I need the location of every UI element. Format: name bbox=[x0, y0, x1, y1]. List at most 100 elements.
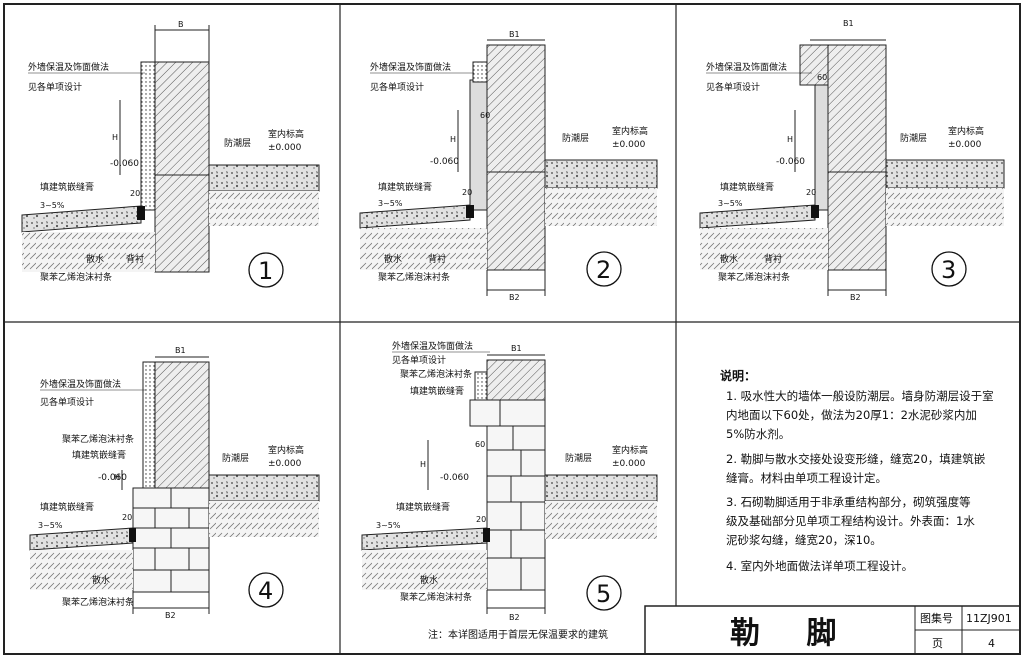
svg-text:-0.060: -0.060 bbox=[440, 473, 469, 483]
wall-finish-label: 外墙保温及饰面做法 bbox=[28, 61, 109, 73]
dim-h: H bbox=[112, 133, 118, 142]
svg-text:-0.060: -0.060 bbox=[776, 157, 805, 167]
svg-text:散水: 散水 bbox=[420, 574, 438, 586]
stone-plinth bbox=[132, 487, 210, 593]
brick-wall bbox=[486, 44, 546, 271]
sealant-joint bbox=[466, 205, 474, 218]
svg-text:聚苯乙烯泡沫衬条: 聚苯乙烯泡沫衬条 bbox=[718, 271, 790, 283]
sealant-joint bbox=[483, 528, 490, 542]
floor-slab bbox=[544, 159, 658, 189]
sheet-title: 勒 脚 bbox=[730, 616, 854, 651]
slope: 3~5% bbox=[40, 201, 65, 210]
fill-soil bbox=[545, 501, 657, 539]
page-number: 4 bbox=[988, 637, 995, 650]
note-line: 1. 吸水性大的墙体一般设防潮层。墙身防潮层设于室 bbox=[726, 389, 994, 403]
stone-plinth bbox=[469, 399, 546, 591]
detail-3: B1 B2 60 H 外墙保温及饰面做法 见各单项设计 防潮层 室内标高 ±0.… bbox=[699, 19, 1005, 302]
floor-slab bbox=[208, 164, 320, 192]
sealant-joint bbox=[129, 528, 136, 542]
svg-text:±0.000: ±0.000 bbox=[612, 140, 646, 150]
sealant-joint bbox=[811, 205, 819, 218]
svg-text:外墙保温及饰面做法: 外墙保温及饰面做法 bbox=[40, 378, 121, 390]
brick-wall bbox=[154, 361, 210, 489]
svg-text:聚苯乙烯泡沫衬条: 聚苯乙烯泡沫衬条 bbox=[62, 433, 134, 445]
atlas-label: 图集号 bbox=[920, 611, 953, 625]
svg-text:B2: B2 bbox=[509, 293, 520, 302]
svg-text:60: 60 bbox=[817, 73, 827, 82]
svg-text:B1: B1 bbox=[843, 19, 854, 28]
title-block: 勒 脚 图集号 11ZJ901 页 4 bbox=[644, 605, 1021, 655]
note-line: 内地面以下60处，做法为20厚1：2水泥砂浆内加 bbox=[726, 408, 977, 422]
svg-text:防潮层: 防潮层 bbox=[222, 452, 249, 464]
svg-text:H: H bbox=[450, 135, 456, 144]
detail-number: 1 bbox=[258, 257, 273, 285]
detail-2: B1 B2 60 H 外墙保温及饰面做法 见各单项设计 防潮层 室内标高 ±0.… bbox=[359, 30, 658, 302]
sheet-border bbox=[3, 3, 1021, 655]
detail-5: B1 B2 60 H 外墙保温及饰面做法 见各单项设计 聚苯乙烯泡沫衬条 填建筑… bbox=[361, 340, 658, 622]
page-label: 页 bbox=[932, 637, 943, 650]
svg-text:填建筑嵌缝膏: 填建筑嵌缝膏 bbox=[720, 181, 774, 193]
svg-text:20: 20 bbox=[476, 515, 486, 524]
svg-text:-0.060: -0.060 bbox=[430, 157, 459, 167]
svg-text:聚苯乙烯泡沫衬条: 聚苯乙烯泡沫衬条 bbox=[378, 271, 450, 283]
svg-text:20: 20 bbox=[130, 189, 140, 198]
svg-text:聚苯乙烯泡沫衬条: 聚苯乙烯泡沫衬条 bbox=[400, 591, 472, 603]
svg-text:H: H bbox=[114, 473, 120, 482]
atlas-number: 11ZJ901 bbox=[966, 612, 1012, 625]
sealant-label: 填建筑嵌缝膏 bbox=[40, 181, 94, 193]
svg-text:室内标高: 室内标高 bbox=[612, 444, 648, 456]
ground bbox=[700, 228, 828, 270]
fill-soil bbox=[545, 188, 657, 226]
svg-text:外墙保温及饰面做法: 外墙保温及饰面做法 bbox=[392, 340, 473, 352]
dim-b: B bbox=[178, 20, 184, 29]
svg-text:室内标高: 室内标高 bbox=[268, 444, 304, 456]
footnote: 注：本详图适用于首层无保温要求的建筑 bbox=[428, 628, 608, 641]
svg-text:60: 60 bbox=[480, 111, 490, 120]
svg-text:室内标高: 室内标高 bbox=[948, 125, 984, 137]
svg-text:20: 20 bbox=[806, 188, 816, 197]
insulation-layer bbox=[142, 361, 156, 489]
brick-wall bbox=[154, 61, 210, 273]
fill-soil bbox=[209, 191, 319, 226]
svg-text:散水: 散水 bbox=[720, 253, 738, 265]
detail-number-circle bbox=[248, 252, 284, 288]
svg-text:±0.000: ±0.000 bbox=[268, 459, 302, 469]
detail-1: B H 外墙保温及饰面做法 见各单项设计 防潮层 室内标高 ±0.000 -0.… bbox=[21, 20, 320, 288]
outdoor-elev: -0.060 bbox=[110, 159, 139, 169]
svg-text:背衬: 背衬 bbox=[428, 253, 446, 265]
foam-strip-label: 聚苯乙烯泡沫衬条 bbox=[40, 271, 112, 283]
svg-text:B1: B1 bbox=[511, 344, 522, 353]
detail-number-circle bbox=[586, 251, 622, 287]
svg-text:散水: 散水 bbox=[92, 574, 110, 586]
floor-slab bbox=[885, 159, 1005, 189]
svg-text:B1: B1 bbox=[175, 346, 186, 355]
svg-text:B1: B1 bbox=[509, 30, 520, 39]
ground bbox=[22, 232, 155, 272]
insulation-layer bbox=[474, 371, 488, 401]
svg-text:3~5%: 3~5% bbox=[376, 521, 401, 530]
svg-text:见各单项设计: 见各单项设计 bbox=[40, 396, 94, 408]
svg-text:4: 4 bbox=[258, 577, 273, 605]
svg-text:背衬: 背衬 bbox=[764, 253, 782, 265]
svg-text:20: 20 bbox=[462, 188, 472, 197]
svg-text:3: 3 bbox=[941, 256, 956, 284]
notes-heading: 说明： bbox=[720, 368, 756, 383]
svg-text:散水: 散水 bbox=[384, 253, 402, 265]
svg-text:填建筑嵌缝膏: 填建筑嵌缝膏 bbox=[40, 501, 94, 513]
svg-text:聚苯乙烯泡沫衬条: 聚苯乙烯泡沫衬条 bbox=[400, 368, 472, 380]
svg-text:防潮层: 防潮层 bbox=[900, 132, 927, 144]
svg-text:室内标高: 室内标高 bbox=[612, 125, 648, 137]
svg-text:外墙保温及饰面做法: 外墙保温及饰面做法 bbox=[706, 61, 787, 73]
apron bbox=[361, 527, 488, 551]
detail-number-circle bbox=[586, 575, 622, 611]
svg-text:见各单项设计: 见各单项设计 bbox=[370, 81, 424, 93]
svg-text:B2: B2 bbox=[165, 611, 176, 620]
svg-text:外墙保温及饰面做法: 外墙保温及饰面做法 bbox=[370, 61, 451, 73]
apron bbox=[359, 204, 471, 229]
floor-slab bbox=[208, 474, 320, 502]
brick-wall bbox=[827, 44, 887, 271]
svg-text:H: H bbox=[787, 135, 793, 144]
svg-text:60: 60 bbox=[475, 440, 485, 449]
svg-text:B2: B2 bbox=[509, 613, 520, 622]
